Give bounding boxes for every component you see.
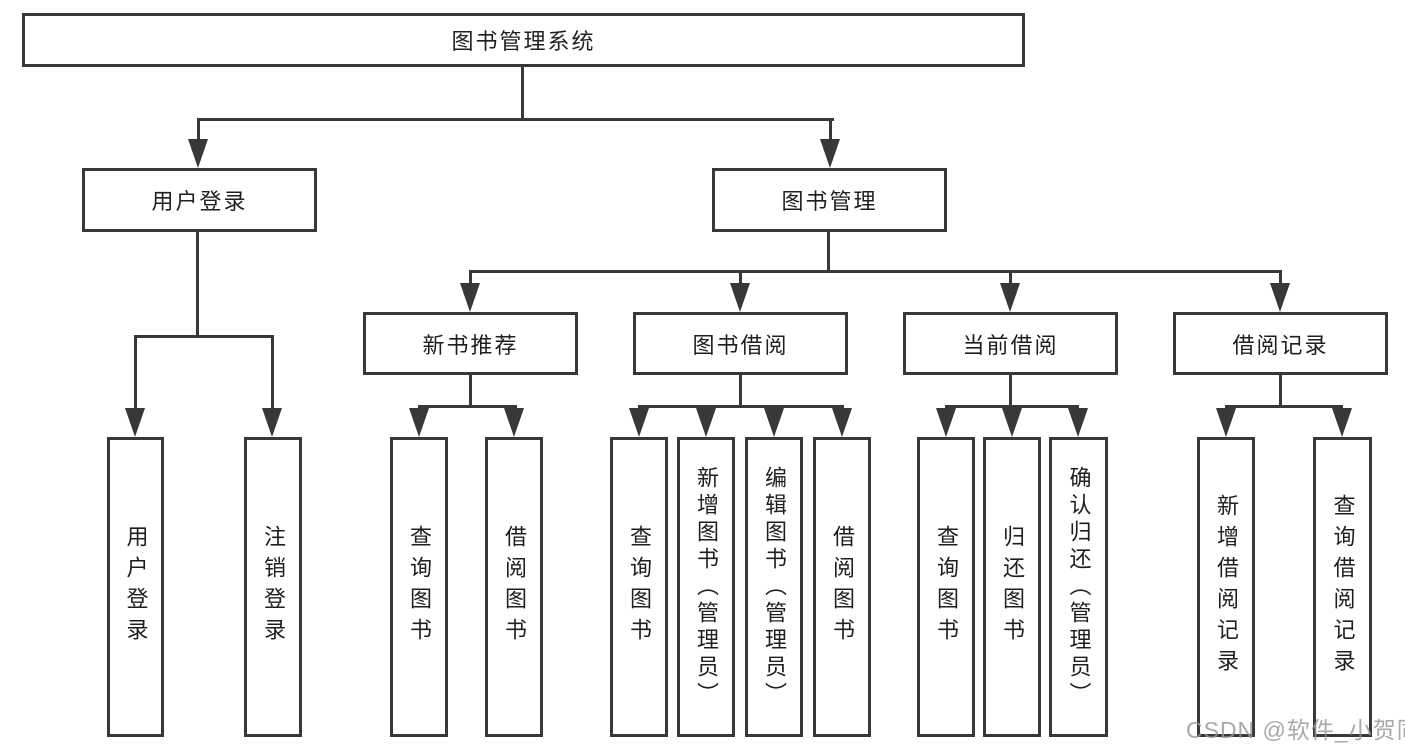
arrow-down-icon: [1270, 283, 1290, 312]
leaf-add-borrow-record: 新增借阅记录: [1197, 437, 1255, 737]
arrow-down-icon: [1332, 408, 1352, 437]
csdn-watermark: CSDN @软件_小贺同学: [1186, 717, 1405, 743]
connector-line: [469, 375, 472, 408]
leaf-label: 借阅图书: [502, 525, 527, 649]
node-new-book-recommendation: 新书推荐: [363, 312, 578, 375]
arrow-down-icon: [936, 408, 956, 437]
arrow-down-icon: [262, 408, 282, 437]
leaf-user-login: 用户登录: [107, 437, 164, 737]
leaf-search-borrow-record: 查询借阅记录: [1313, 437, 1372, 737]
node-label: 图书管理系统: [451, 29, 596, 54]
node-label: 用户登录: [151, 189, 248, 214]
leaf-label: 查询图书: [627, 525, 652, 649]
connector-line: [418, 405, 517, 408]
arrow-down-icon: [696, 408, 716, 437]
arrow-down-icon: [730, 283, 750, 312]
connector-user-rail: [134, 335, 274, 338]
leaf-label: 查询借阅记录: [1330, 494, 1356, 680]
node-user-login: 用户登录: [82, 168, 317, 232]
leaf-search-books: 查询图书: [390, 437, 448, 737]
connector-line: [197, 120, 200, 142]
arrow-down-icon: [409, 408, 429, 437]
connector-level2-rail: [197, 118, 834, 121]
leaf-search-books: 查询图书: [917, 437, 975, 737]
arrow-down-icon: [1000, 283, 1020, 312]
leaf-borrow-books: 借阅图书: [813, 437, 871, 737]
leaf-borrow-books: 借阅图书: [485, 437, 543, 737]
connector-line: [1009, 375, 1012, 408]
connector-line: [1279, 375, 1282, 408]
node-label: 图书管理: [781, 189, 878, 214]
arrow-down-icon: [1216, 408, 1236, 437]
connector-user-stem: [196, 232, 199, 338]
leaf-logout: 注销登录: [244, 437, 302, 737]
leaf-label: 注销登录: [261, 525, 286, 649]
leaf-label: 编辑图书（管理员）: [762, 465, 787, 709]
arrow-down-icon: [188, 139, 208, 168]
leaf-edit-book-admin: 编辑图书（管理员）: [745, 437, 803, 737]
connector-line: [945, 405, 1079, 408]
leaf-return-books: 归还图书: [983, 437, 1041, 737]
connector-line: [1009, 272, 1012, 285]
node-book-borrowing: 图书借阅: [633, 312, 848, 375]
connector-line: [829, 120, 832, 142]
connector-line: [469, 272, 472, 285]
arrow-down-icon: [820, 139, 840, 168]
connector-book-stem: [827, 232, 830, 272]
node-label: 新书推荐: [422, 332, 519, 358]
arrow-down-icon: [504, 408, 524, 437]
leaf-add-book-admin: 新增图书（管理员）: [677, 437, 735, 737]
connector-line: [638, 405, 844, 408]
connector-line: [1279, 272, 1282, 285]
leaf-label: 新增借阅记录: [1214, 494, 1239, 680]
arrow-down-icon: [1002, 408, 1022, 437]
connector-root-stem: [521, 66, 524, 121]
leaf-label: 借阅图书: [830, 525, 855, 649]
leaf-label: 确认归还（管理员）: [1066, 465, 1092, 709]
node-label: 借阅记录: [1232, 332, 1329, 358]
leaf-label: 用户登录: [123, 525, 149, 649]
node-label: 图书借阅: [692, 332, 789, 358]
leaf-label: 查询图书: [407, 525, 432, 649]
arrow-down-icon: [832, 408, 852, 437]
connector-line: [739, 272, 742, 285]
arrow-down-icon: [460, 283, 480, 312]
leaf-label: 归还图书: [1000, 525, 1025, 649]
arrow-down-icon: [764, 408, 784, 437]
node-book-management: 图书管理: [712, 168, 947, 232]
arrow-down-icon: [1068, 408, 1088, 437]
arrow-down-icon: [125, 408, 145, 437]
connector-line: [271, 337, 274, 410]
leaf-label: 新增图书（管理员）: [694, 465, 719, 709]
node-label: 当前借阅: [962, 332, 1059, 358]
leaf-label: 查询图书: [934, 525, 959, 649]
node-current-borrowing: 当前借阅: [903, 312, 1118, 375]
node-library-management-system: 图书管理系统: [22, 13, 1025, 67]
connector-level3-rail: [469, 270, 1282, 273]
connector-line: [134, 337, 137, 410]
connector-line: [1225, 405, 1343, 408]
node-borrowing-records: 借阅记录: [1173, 312, 1388, 375]
connector-line: [739, 375, 742, 408]
arrow-down-icon: [629, 408, 649, 437]
leaf-search-books: 查询图书: [610, 437, 668, 737]
leaf-confirm-return-admin: 确认归还（管理员）: [1049, 437, 1108, 737]
